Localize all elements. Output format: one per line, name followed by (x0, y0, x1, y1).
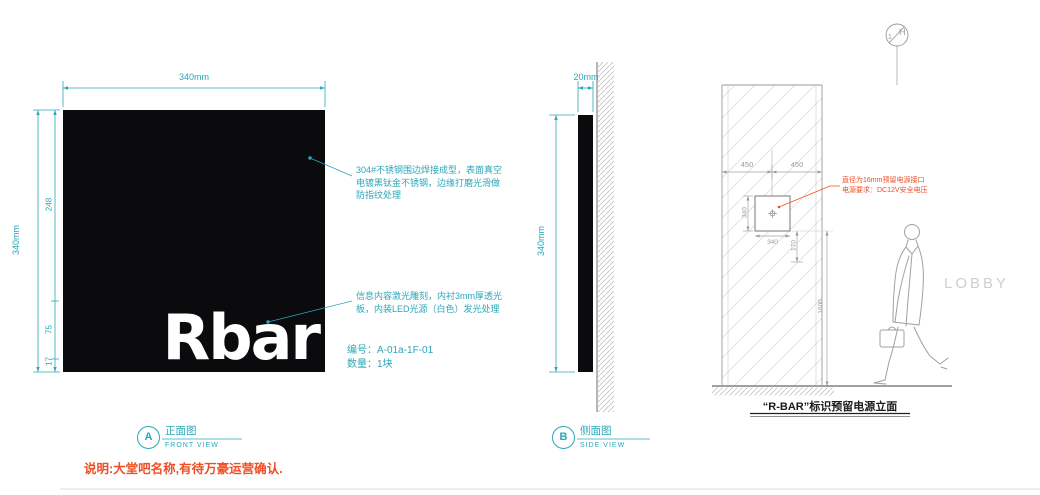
elev-dim-sign-width: 340 (767, 239, 778, 246)
elevation-dimensions (721, 150, 833, 386)
annotation-led: 信息内容激光雕刻，内衬3mm厚透光 板，内装LED光源（白色）发光处理 (356, 291, 503, 314)
elev-dim-left: 450 (740, 160, 754, 169)
sign-code: 编号：A-01a-1F-01 (347, 345, 434, 356)
elev-dim-sign-height: 340 (741, 207, 749, 218)
sign-front-panel: Rbar (63, 110, 325, 372)
side-view-dimensions (549, 81, 594, 373)
remark-note: 说明:大堂吧名称,有待万豪运营确认. (84, 462, 283, 476)
front-dim-height: 340mm (11, 225, 21, 256)
front-dim-seg-248: 248 (44, 197, 54, 212)
elev-dim-below-sign: 170 (790, 240, 798, 251)
sign-logo: Rbar (162, 301, 321, 374)
front-dim-seg-17: 17 (44, 357, 54, 366)
front-view-badge: A (137, 426, 160, 449)
power-note: 直径为16mm预留电源接口 电源要求：DC12V安全电压 (842, 177, 928, 194)
front-view-title-en: FRONT VIEW (165, 442, 219, 449)
power-leader (777, 185, 840, 209)
side-view-title-cn: 侧面图 (580, 425, 612, 437)
elevation-caption: “R-BAR”标识预留电源立面 (762, 401, 898, 413)
side-view-badge: B (552, 426, 575, 449)
floor-line (712, 385, 952, 396)
side-view-title-en: SIDE VIEW (580, 442, 626, 449)
front-dim-width: 340mm (178, 72, 209, 82)
side-dim-height: 340mm (536, 226, 546, 257)
elev-dim-right: 450 (790, 160, 804, 169)
sign-quantity: 数量：1块 (347, 359, 393, 370)
front-view-title-cn: 正面图 (165, 425, 197, 437)
grid-bubble-ref: H (899, 27, 906, 37)
annotation-steel: 304#不锈钢围边焊接成型，表面真空 电镀黑钛金不锈钢，边缘打磨光滑做 防指纹处… (356, 165, 503, 200)
sign-side-profile (578, 115, 593, 372)
elev-dim-mounting-height: 1600 (817, 299, 825, 314)
side-view-wall (596, 62, 614, 412)
elevation-wall (721, 84, 823, 385)
grid-bubble-number: 1 (888, 34, 892, 41)
lobby-label: LOBBY (944, 275, 1010, 292)
side-dim-thickness: 20mm (573, 72, 599, 82)
person-figure (873, 224, 949, 385)
